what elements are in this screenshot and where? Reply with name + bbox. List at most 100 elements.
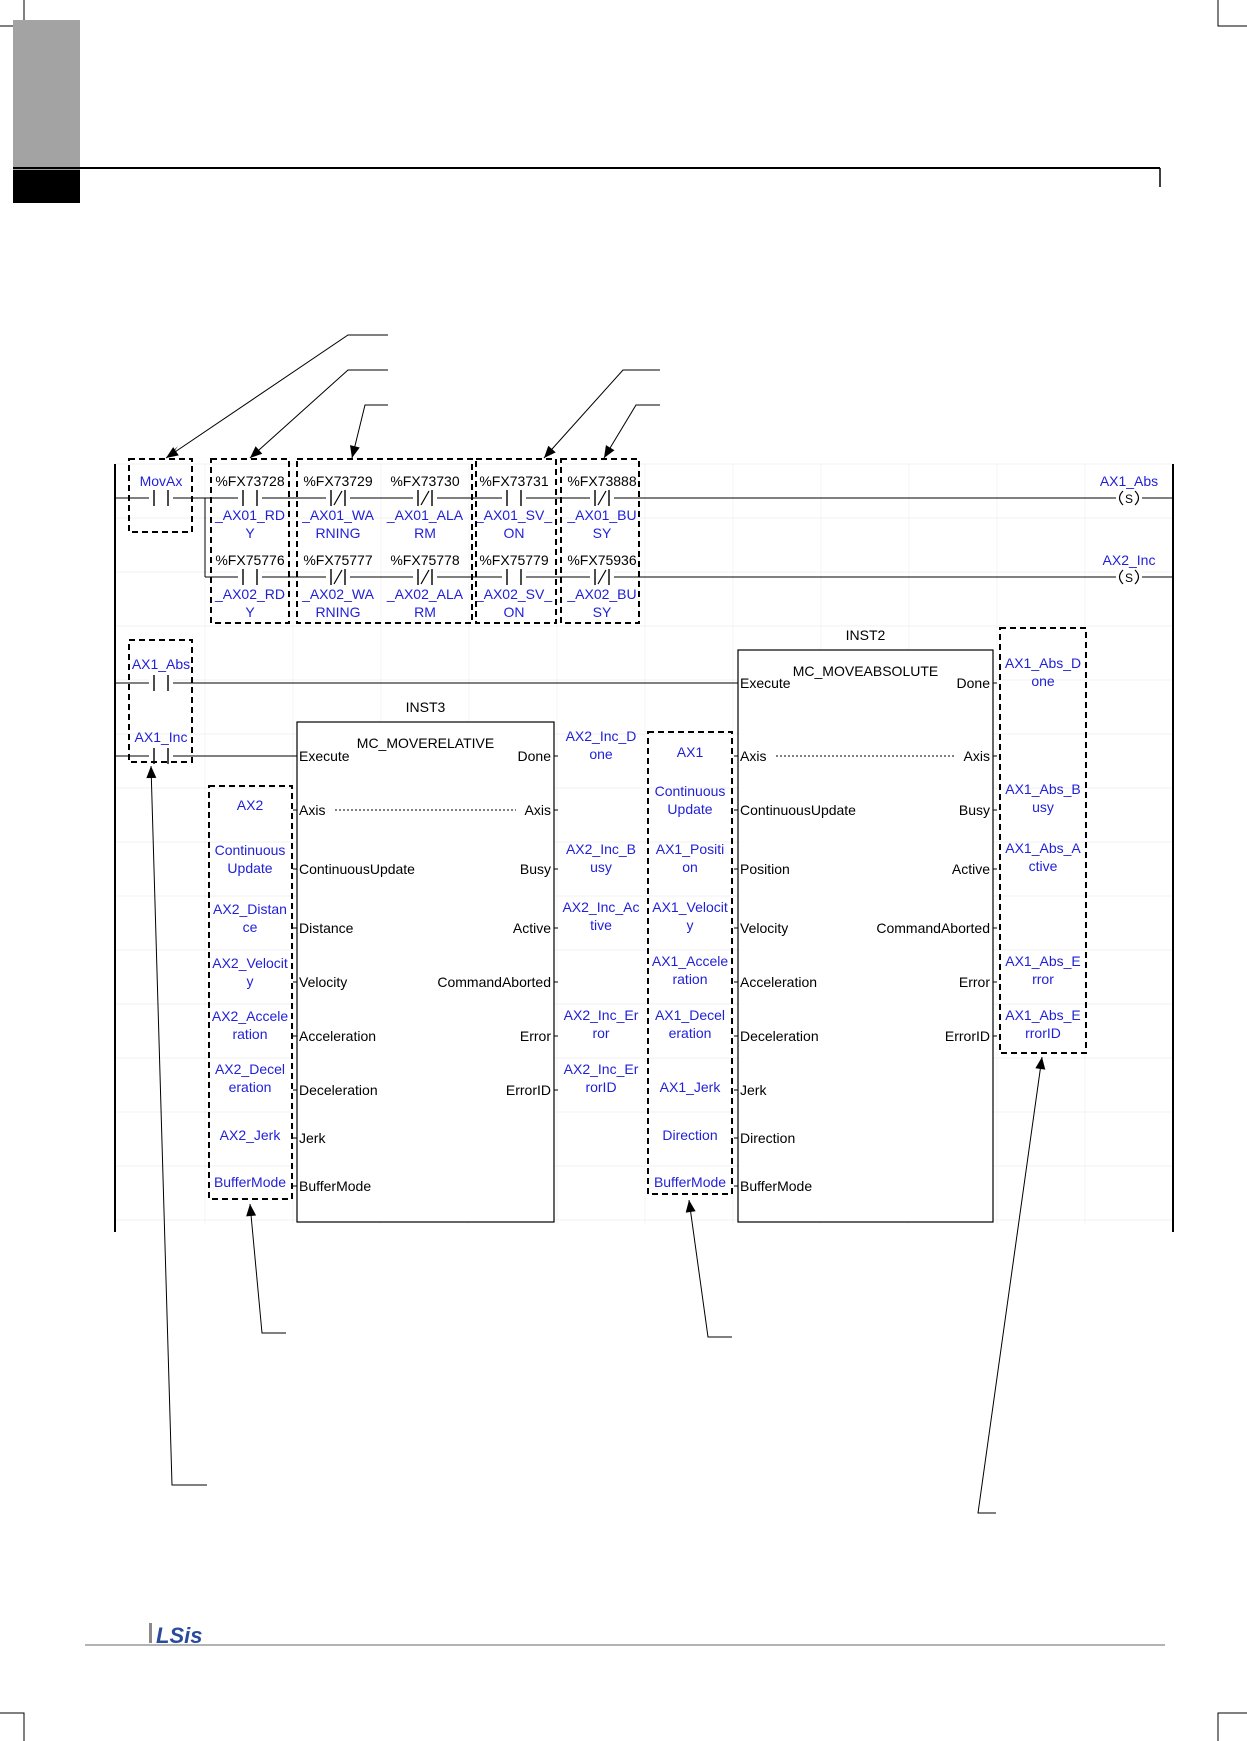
ax01-contact-var: _AX01_RD	[214, 507, 285, 523]
ax02-contact-address: %FX75936	[567, 552, 636, 568]
fb-output-pin: Error	[520, 1028, 551, 1044]
inst3-input-var: Continuous	[215, 842, 286, 858]
ax02-contact-address: %FX75778	[390, 552, 459, 568]
inst2-input-var-cont: y	[687, 917, 694, 933]
rung1-contacts: MovAx%FX73728_AX01_RDY%FX73729_AX01_WARN…	[140, 473, 1159, 620]
contact-ax1-abs-label: AX1_Abs	[132, 656, 190, 672]
fb-input-pin: Deceleration	[299, 1082, 378, 1098]
contact-movax	[149, 490, 173, 506]
logo-bar	[149, 1623, 152, 1643]
chapter-tab-dark	[13, 170, 80, 203]
inst2-input-var: AX1_Velocit	[652, 899, 728, 915]
fb-input-pin: BufferMode	[299, 1178, 371, 1194]
coil-ax2-inc-label: AX2_Inc	[1103, 552, 1156, 568]
fb-input-pin: Deceleration	[740, 1028, 819, 1044]
fb-type-name: MC_MOVERELATIVE	[357, 735, 494, 751]
inst2-input-var-cont: eration	[669, 1025, 712, 1041]
inst3-output-var: AX2_Inc_D	[566, 728, 637, 744]
inst2-output-var: AX1_Abs_E	[1005, 953, 1081, 969]
fb-input-pin: Jerk	[299, 1130, 326, 1146]
ax02-contact-1	[238, 569, 262, 585]
inst3-output-var-cont: ror	[592, 1025, 609, 1041]
arrowhead	[350, 445, 360, 458]
fb-input-pin: ContinuousUpdate	[299, 861, 415, 877]
inst3-input-var: AX2_Velocit	[212, 955, 288, 971]
ax02-contact-2	[326, 569, 350, 585]
inst3-input-var: AX2_Decel	[215, 1061, 285, 1077]
ax02-contact-address: %FX75779	[479, 552, 548, 568]
ax01-contact-4	[502, 490, 526, 506]
ax01-contact-var-cont: RM	[414, 525, 436, 541]
ax02-contact-address: %FX75777	[303, 552, 372, 568]
ax01-contact-address: %FX73888	[567, 473, 636, 489]
leader-lines	[150, 334, 1043, 1514]
callout-box-busy	[560, 458, 640, 624]
callout-box-rdy	[210, 458, 290, 624]
ax01-contact-var-cont: RNING	[315, 525, 360, 541]
inst2-input-var: AX1_Positi	[656, 841, 724, 857]
inst2-input-var-cont: ration	[672, 971, 707, 987]
fb-type-name: MC_MOVEABSOLUTE	[793, 663, 938, 679]
ax01-contact-address: %FX73728	[215, 473, 284, 489]
inst3-input-var-cont: eration	[229, 1079, 272, 1095]
ax02-contact-3	[413, 569, 437, 585]
fb-output-pin: Axis	[964, 748, 990, 764]
inst3-output-var-cont: one	[589, 746, 613, 762]
rung2-wires	[115, 682, 738, 757]
fb-instance-name: INST3	[406, 699, 446, 715]
fb-input-pin: Acceleration	[299, 1028, 376, 1044]
ax02-contact-var-cont: SY	[593, 604, 612, 620]
ax01-contact-3	[413, 490, 437, 506]
contact-movax-label: MovAx	[140, 473, 183, 489]
inst3-input-var-cont: ration	[232, 1026, 267, 1042]
arrowheads	[146, 445, 1046, 1217]
ax02-contact-var: _AX02_SV_	[475, 586, 552, 602]
inst2-input-var-cont: on	[682, 859, 698, 875]
inst3-output-var: AX2_Inc_Er	[564, 1061, 639, 1077]
inst3-input-var: AX2_Distan	[213, 901, 287, 917]
ax01-contact-var: _AX01_BU	[566, 507, 636, 523]
callout-box-inst2-inputs	[647, 731, 733, 1195]
inst2-input-var-cont: Update	[667, 801, 712, 817]
ax02-contact-var-cont: ON	[504, 604, 525, 620]
rung1-wires	[115, 497, 1173, 578]
ax02-contact-var: _AX02_BU	[566, 586, 636, 602]
inst2-output-var: AX1_Abs_B	[1005, 781, 1081, 797]
ax01-contact-2	[326, 490, 350, 506]
fb-input-pin: Velocity	[740, 920, 788, 936]
callout-box-warning-alarm	[296, 458, 473, 624]
arrowhead	[166, 447, 179, 458]
fb-input-pin: Axis	[299, 802, 325, 818]
callout-boxes	[128, 458, 1087, 1200]
fb-output-pin: CommandAborted	[437, 974, 551, 990]
inst2-output-var: AX1_Abs_A	[1005, 840, 1081, 856]
fb-input-pin: BufferMode	[740, 1178, 812, 1194]
arrowhead	[1035, 1057, 1046, 1070]
inst2-input-var: BufferMode	[654, 1174, 726, 1190]
inst3-input-var: AX2_Jerk	[220, 1127, 282, 1143]
fb-input-pin: Distance	[299, 920, 354, 936]
fb-output-pin: CommandAborted	[876, 920, 990, 936]
ax02-contact-5	[590, 569, 614, 585]
inst2-input-var: Continuous	[655, 783, 726, 799]
ax01-contact-address: %FX73731	[479, 473, 548, 489]
arrowhead	[246, 1204, 257, 1217]
fb-output-pin: Done	[518, 748, 552, 764]
inst2-input-var: AX1_Accele	[652, 953, 728, 969]
fb-output-pin: ErrorID	[945, 1028, 990, 1044]
arrowhead	[604, 445, 615, 458]
inst2-output-var: AX1_Abs_E	[1005, 1007, 1081, 1023]
inst3-output-var-cont: usy	[590, 859, 612, 875]
ax01-contact-var: _AX01_WA	[301, 507, 375, 523]
fb-input-pin: Execute	[299, 748, 350, 764]
fb-output-pin: Error	[959, 974, 990, 990]
ax02-contact-var: _AX02_WA	[301, 586, 375, 602]
fb-output-pin: ErrorID	[506, 1082, 551, 1098]
callout-box-movax	[128, 458, 193, 533]
fb-input-pin: Axis	[740, 748, 766, 764]
fb-output-pin: Done	[957, 675, 991, 691]
fb-mc-moveabsolute: INST2MC_MOVEABSOLUTEExecuteAxisContinuou…	[734, 627, 997, 1223]
ax02-contact-address: %FX75776	[215, 552, 284, 568]
coil-set-letter: S	[1125, 571, 1133, 585]
